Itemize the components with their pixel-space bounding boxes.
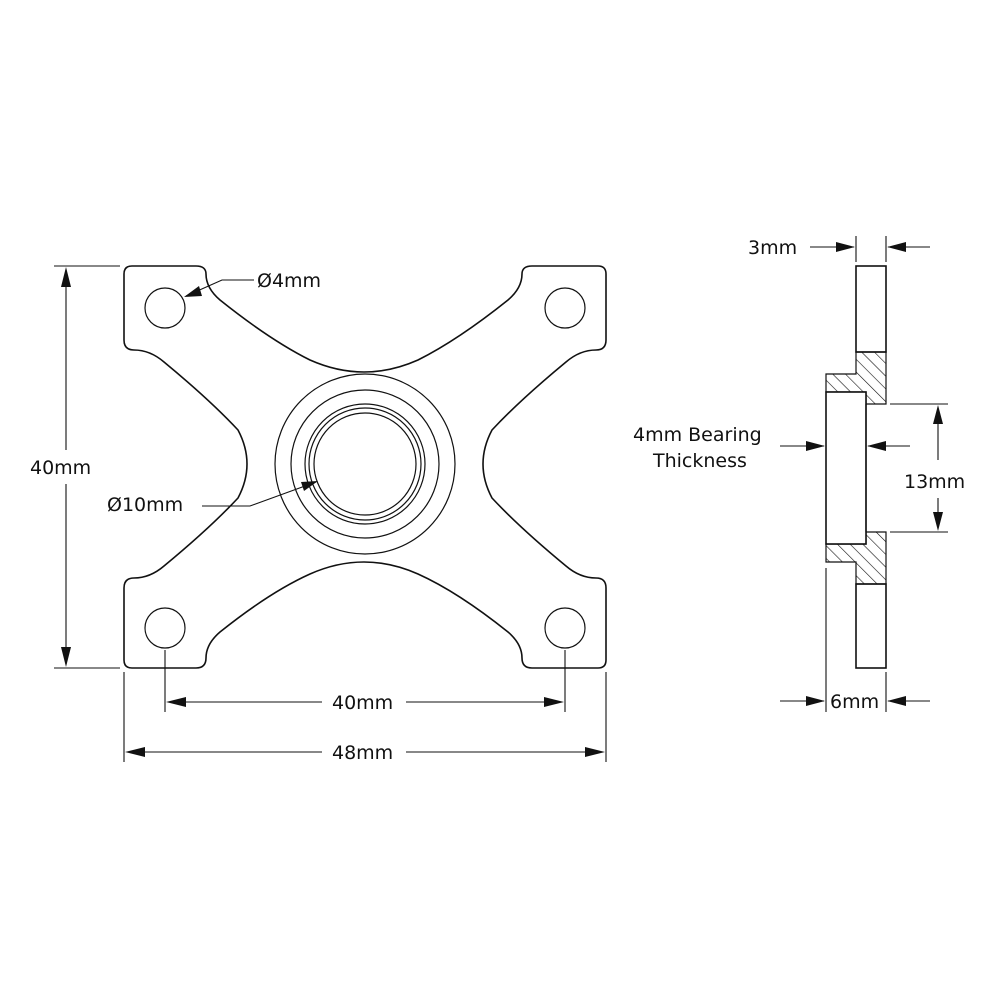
- mounting-hole-bottom-right: [544, 607, 586, 649]
- hole-diameter-callout: Ø4mm: [184, 270, 321, 297]
- plate-thickness-label: 3mm: [748, 237, 797, 259]
- overall-thickness-dimension: 6mm: [780, 568, 930, 713]
- mounting-hole-bottom-left: [144, 607, 186, 649]
- overall-width-dimension: 48mm: [123, 672, 607, 764]
- overall-width-label: 48mm: [332, 742, 393, 764]
- bearing-boss: [274, 373, 456, 555]
- side-view: [825, 265, 887, 669]
- mounting-plate-outline: [123, 265, 607, 669]
- height-label: 40mm: [30, 457, 91, 479]
- height-dimension: 40mm: [30, 265, 120, 669]
- hole-diameter-label: Ø4mm: [257, 270, 321, 292]
- bearing-section: [825, 391, 867, 545]
- bearing-shield: [304, 403, 426, 525]
- mounting-hole-top-left: [144, 287, 186, 329]
- bore-diameter-callout: Ø10mm: [107, 481, 318, 516]
- plate-thickness-dimension: 3mm: [748, 236, 930, 262]
- mounting-hole-top-right: [544, 287, 586, 329]
- plate-section-bottom: [855, 583, 887, 669]
- bearing-thickness-label-line1: 4mm Bearing: [633, 424, 762, 446]
- bore-diameter-label: Ø10mm: [107, 494, 183, 516]
- bearing-thickness-label-line2: Thickness: [652, 450, 747, 472]
- overall-thickness-label: 6mm: [830, 691, 879, 713]
- bearing-outer-race: [290, 389, 440, 539]
- bearing-inner-race: [308, 407, 422, 521]
- bearing-od-label: 13mm: [904, 471, 965, 493]
- bearing-od-dimension: 13mm: [890, 403, 965, 533]
- plate-section-top: [855, 265, 887, 353]
- front-view: [123, 265, 607, 669]
- hole-spacing-label: 40mm: [332, 692, 393, 714]
- bearing-bore: [313, 412, 417, 516]
- bearing-thickness-dimension: 4mm Bearing Thickness: [633, 424, 910, 472]
- hole-spacing-dimension: 40mm: [164, 650, 566, 714]
